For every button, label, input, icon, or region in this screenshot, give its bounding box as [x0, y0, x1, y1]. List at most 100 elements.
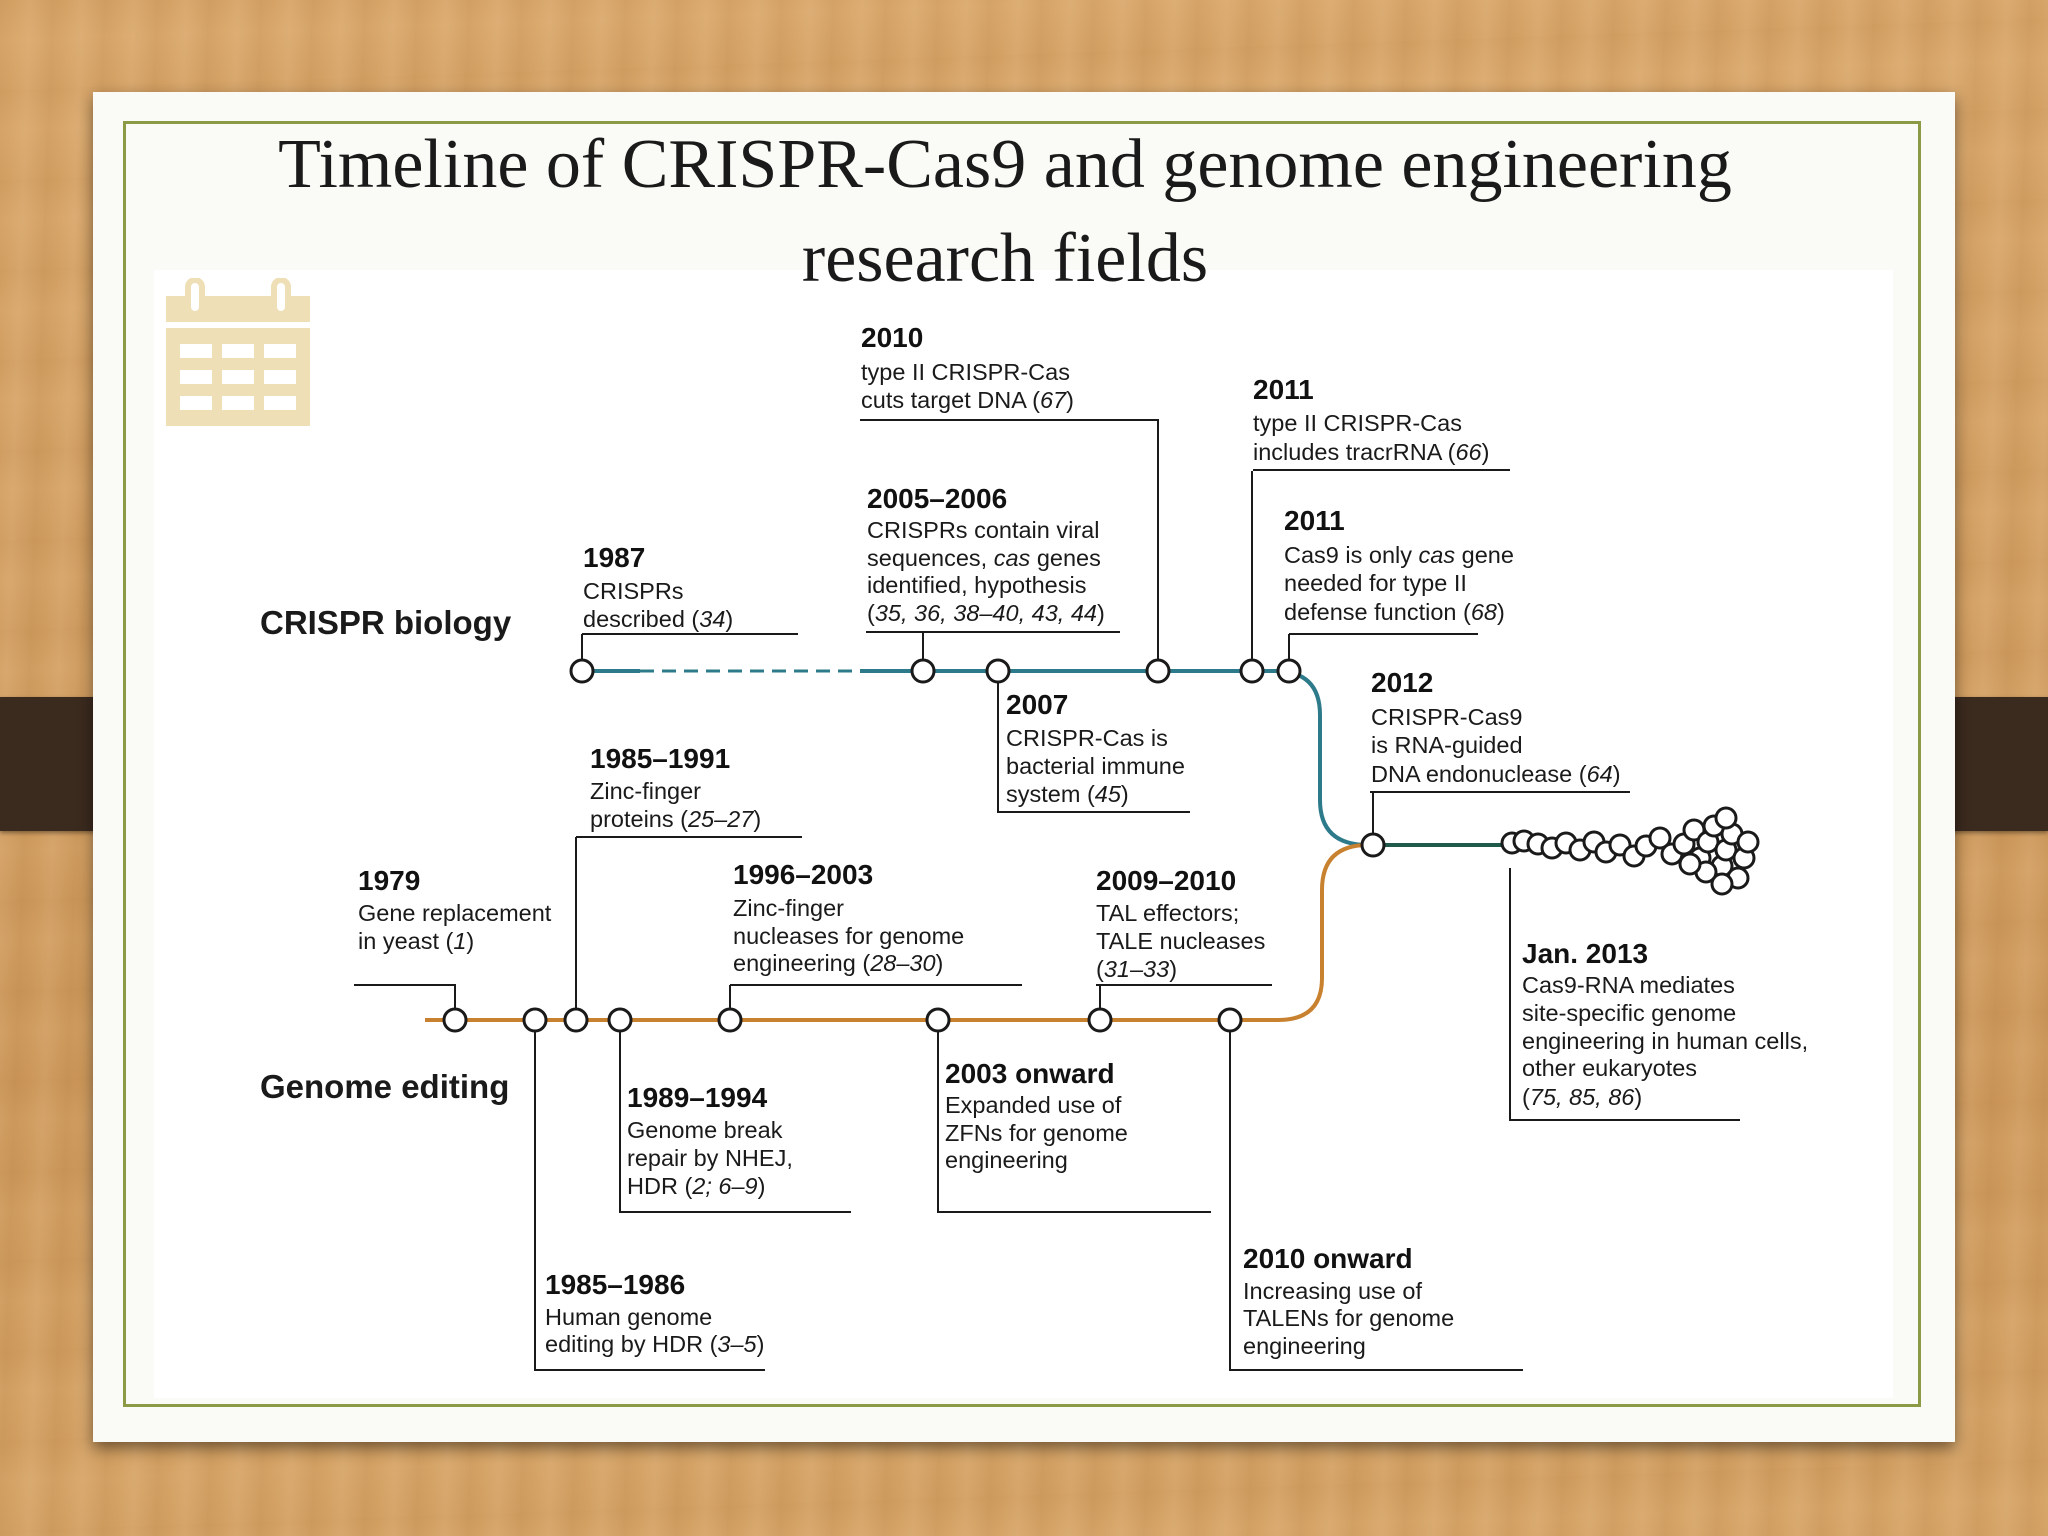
- event-text: other eukaryotes: [1522, 1055, 1697, 1081]
- event-line: cuts target DNA (67): [861, 387, 1074, 413]
- event-line: system (45): [1006, 781, 1129, 807]
- citation-text: 68: [1471, 599, 1497, 625]
- event-text: engineering (: [733, 950, 870, 976]
- citation-text: 25–27: [687, 806, 754, 832]
- event-text: HDR (: [627, 1173, 692, 1199]
- event-line: Zinc-finger: [733, 895, 844, 921]
- event-text: Gene replacement: [358, 900, 552, 926]
- event-line: nucleases for genome: [733, 923, 964, 949]
- event-year: 1996–2003: [733, 859, 873, 890]
- event-text: (: [867, 600, 875, 626]
- event-year: 2011: [1253, 374, 1314, 405]
- event-line: site-specific genome: [1522, 1000, 1736, 1026]
- event-line: described (34): [583, 606, 733, 632]
- event-line: Increasing use of: [1243, 1278, 1422, 1304]
- event-text: CRISPR-Cas is: [1006, 725, 1168, 751]
- event-text: ): [1497, 599, 1505, 625]
- event-line: CRISPR-Cas9: [1371, 704, 1522, 730]
- event-text: (: [1096, 956, 1104, 982]
- event-line: engineering: [945, 1147, 1068, 1173]
- event-text: ): [1482, 439, 1490, 465]
- event-year: Jan. 2013: [1522, 938, 1648, 969]
- event-text: identified, hypothesis: [867, 572, 1086, 598]
- event-text: CRISPRs: [583, 578, 684, 604]
- event-line: CRISPRs contain viral: [867, 517, 1099, 543]
- event-text: DNA endonuclease (: [1371, 761, 1587, 787]
- event-line: TAL effectors;: [1096, 900, 1239, 926]
- event-1985-1991-zinc-finger-proteins: 1985–1991 Zinc-finger proteins (25–27): [590, 743, 761, 832]
- event-text: ): [758, 1173, 766, 1199]
- event-2011-cas9-only-gene: 2011 Cas9 is only cas gene needed for ty…: [1284, 505, 1514, 625]
- node-1979: [442, 1007, 468, 1033]
- event-year: 1985–1986: [545, 1269, 685, 1300]
- event-year: 2009–2010: [1096, 865, 1236, 896]
- event-line: ZFNs for genome: [945, 1120, 1128, 1146]
- event-text: site-specific genome: [1522, 1000, 1736, 1026]
- event-text: Increasing use of: [1243, 1278, 1422, 1304]
- citation-text: cas: [994, 545, 1031, 571]
- event-line: engineering in human cells,: [1522, 1028, 1808, 1054]
- citation-text: 34: [699, 606, 725, 632]
- slide-title-line-1: Timeline of CRISPR-Cas9 and genome engin…: [278, 126, 1732, 203]
- node-2011-tracrrna: [1239, 658, 1265, 684]
- event-text: CRISPRs contain viral: [867, 517, 1099, 543]
- event-year: 2007: [1006, 689, 1068, 720]
- slide-title-line-2: research fields: [801, 220, 1209, 297]
- event-line: CRISPRs: [583, 578, 684, 604]
- genome-track: [425, 843, 1369, 1022]
- event-line: defense function (68): [1284, 599, 1505, 625]
- calendar-icon: [164, 277, 314, 428]
- event-text: needed for type II: [1284, 570, 1467, 596]
- event-line: type II CRISPR-Cas: [861, 359, 1070, 385]
- event-text: type II CRISPR-Cas: [861, 359, 1070, 385]
- event-text: genes: [1030, 545, 1101, 571]
- event-text: Zinc-finger: [733, 895, 844, 921]
- event-line: bacterial immune: [1006, 753, 1185, 779]
- citation-text: cas: [1419, 542, 1456, 568]
- event-1996-2003-zinc-finger-nucleases: 1996–2003 Zinc-finger nucleases for geno…: [733, 859, 964, 976]
- event-line: DNA endonuclease (64): [1371, 761, 1621, 787]
- node-1985-1986: [522, 1007, 548, 1033]
- event-text: engineering: [1243, 1333, 1366, 1359]
- event-text: Human genome: [545, 1304, 712, 1330]
- event-2012-rna-guided-endonuclease: 2012 CRISPR-Cas9 is RNA-guided DNA endon…: [1371, 667, 1621, 787]
- event-labels: 2010 type II CRISPR-Cas cuts target DNA …: [358, 322, 1808, 1359]
- event-1987-crisprs-described: 1987 CRISPRs described (34): [583, 542, 733, 632]
- citation-text: 3–5: [717, 1331, 757, 1357]
- event-text: cuts target DNA (: [861, 387, 1040, 413]
- event-text: nucleases for genome: [733, 923, 964, 949]
- citation-text: 1: [453, 928, 466, 954]
- event-1985-1986-human-genome-editing: 1985–1986 Human genome editing by HDR (3…: [545, 1269, 764, 1357]
- citation-text: 28–30: [869, 950, 935, 976]
- node-1985-1991: [563, 1007, 589, 1033]
- node-2005-2006: [910, 658, 936, 684]
- track-label-crispr: CRISPR biology: [260, 604, 512, 641]
- citation-text: 67: [1040, 387, 1067, 413]
- event-year: 1985–1991: [590, 743, 730, 774]
- event-line: needed for type II: [1284, 570, 1467, 596]
- event-2010-cuts-dna: 2010 type II CRISPR-Cas cuts target DNA …: [861, 322, 1074, 413]
- event-line: (35, 36, 38–40, 43, 44): [867, 600, 1105, 626]
- event-text: repair by NHEJ,: [627, 1145, 793, 1171]
- event-text: engineering: [945, 1147, 1068, 1173]
- event-text: (: [1522, 1084, 1530, 1110]
- event-text: TAL effectors;: [1096, 900, 1239, 926]
- event-line: editing by HDR (3–5): [545, 1331, 764, 1357]
- node-2007: [985, 658, 1011, 684]
- event-2009-2010-tal-effectors: 2009–2010 TAL effectors; TALE nucleases …: [1096, 865, 1265, 982]
- citation-text: 75, 85, 86: [1530, 1084, 1635, 1110]
- citation-text: 66: [1455, 439, 1482, 465]
- event-line: (31–33): [1096, 956, 1177, 982]
- event-year: 1987: [583, 542, 645, 573]
- node-2010-onward: [1217, 1007, 1243, 1033]
- event-text: sequences,: [867, 545, 994, 571]
- publication-cluster: [1500, 806, 1760, 896]
- node-1989-1994: [607, 1007, 633, 1033]
- event-year: 2003 onward: [945, 1058, 1115, 1089]
- slide-title: Timeline of CRISPR-Cas9 and genome engin…: [140, 118, 1870, 306]
- event-text: editing by HDR (: [545, 1331, 718, 1357]
- event-text: ): [936, 950, 944, 976]
- event-text: engineering in human cells,: [1522, 1028, 1808, 1054]
- event-year: 1989–1994: [627, 1082, 768, 1113]
